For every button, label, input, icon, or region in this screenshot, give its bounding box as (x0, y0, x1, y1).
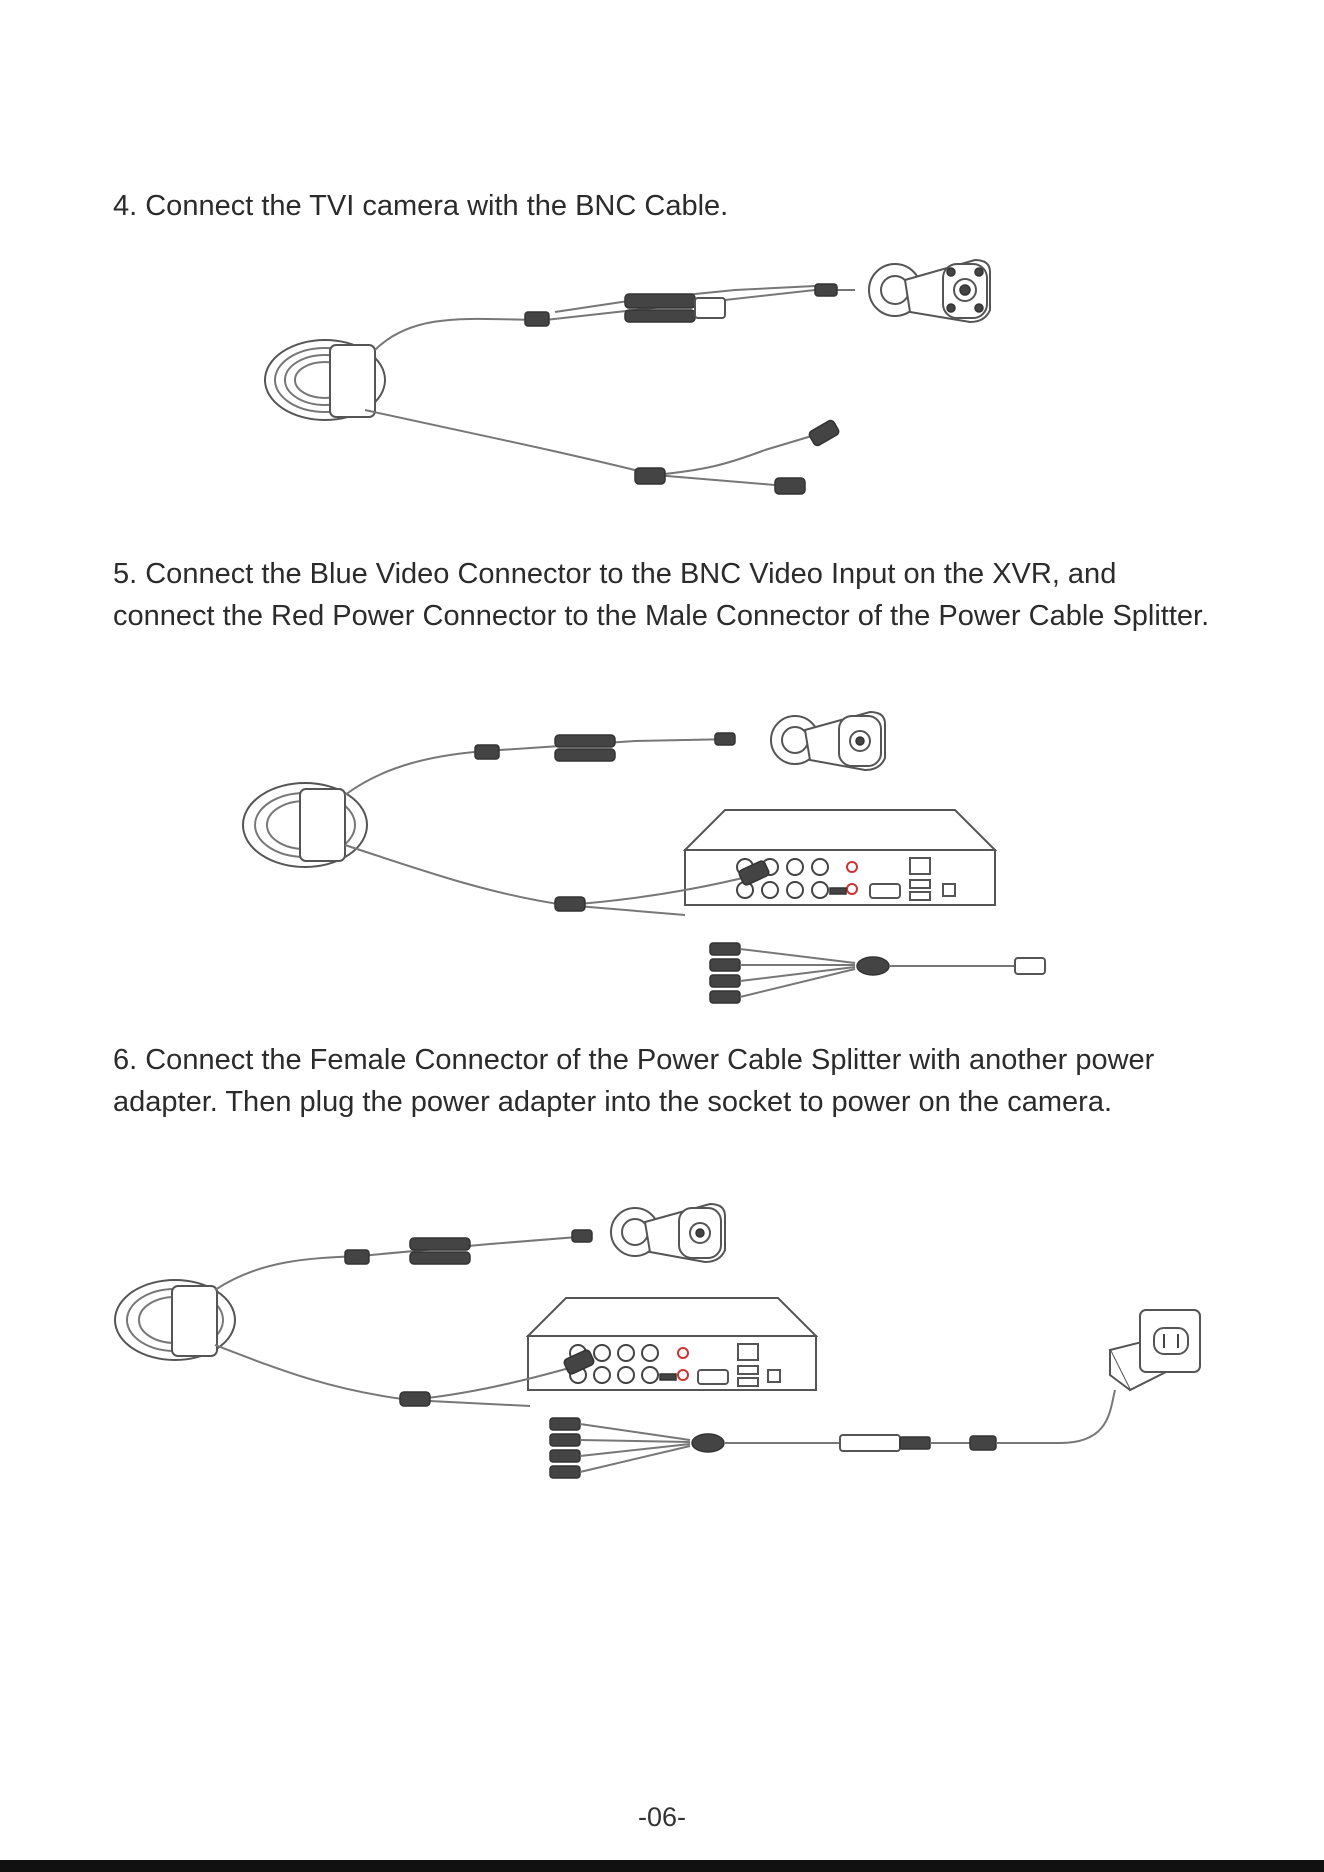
camera-icon (868, 258, 991, 324)
bottom-border-bar (0, 1860, 1324, 1872)
wall-socket-icon (1139, 1309, 1201, 1373)
camera-icon (610, 1202, 726, 1264)
power-splitter-icon (709, 942, 1046, 1004)
xvr-recorder-icon (525, 1297, 819, 1391)
cable-coil-icon (114, 1279, 236, 1361)
step-4-instruction: 4. Connect the TVI camera with the BNC C… (113, 190, 729, 222)
figure-power-adapter-connection (110, 1200, 1210, 1490)
xvr-recorder-icon (682, 809, 998, 906)
page-number: -06- (637, 1802, 686, 1832)
step-6-instruction: 6. Connect the Female Connector of the P… (113, 1044, 1155, 1118)
figure-xvr-connection (235, 705, 1075, 1005)
power-splitter-icon (549, 1417, 940, 1479)
cable-coil-icon (264, 339, 386, 421)
camera-icon (770, 710, 886, 772)
figure-camera-bnc-cable (255, 250, 1015, 535)
step-5-instruction: 5. Connect the Blue Video Connector to t… (113, 558, 1210, 632)
cable-coil-icon (242, 782, 368, 868)
